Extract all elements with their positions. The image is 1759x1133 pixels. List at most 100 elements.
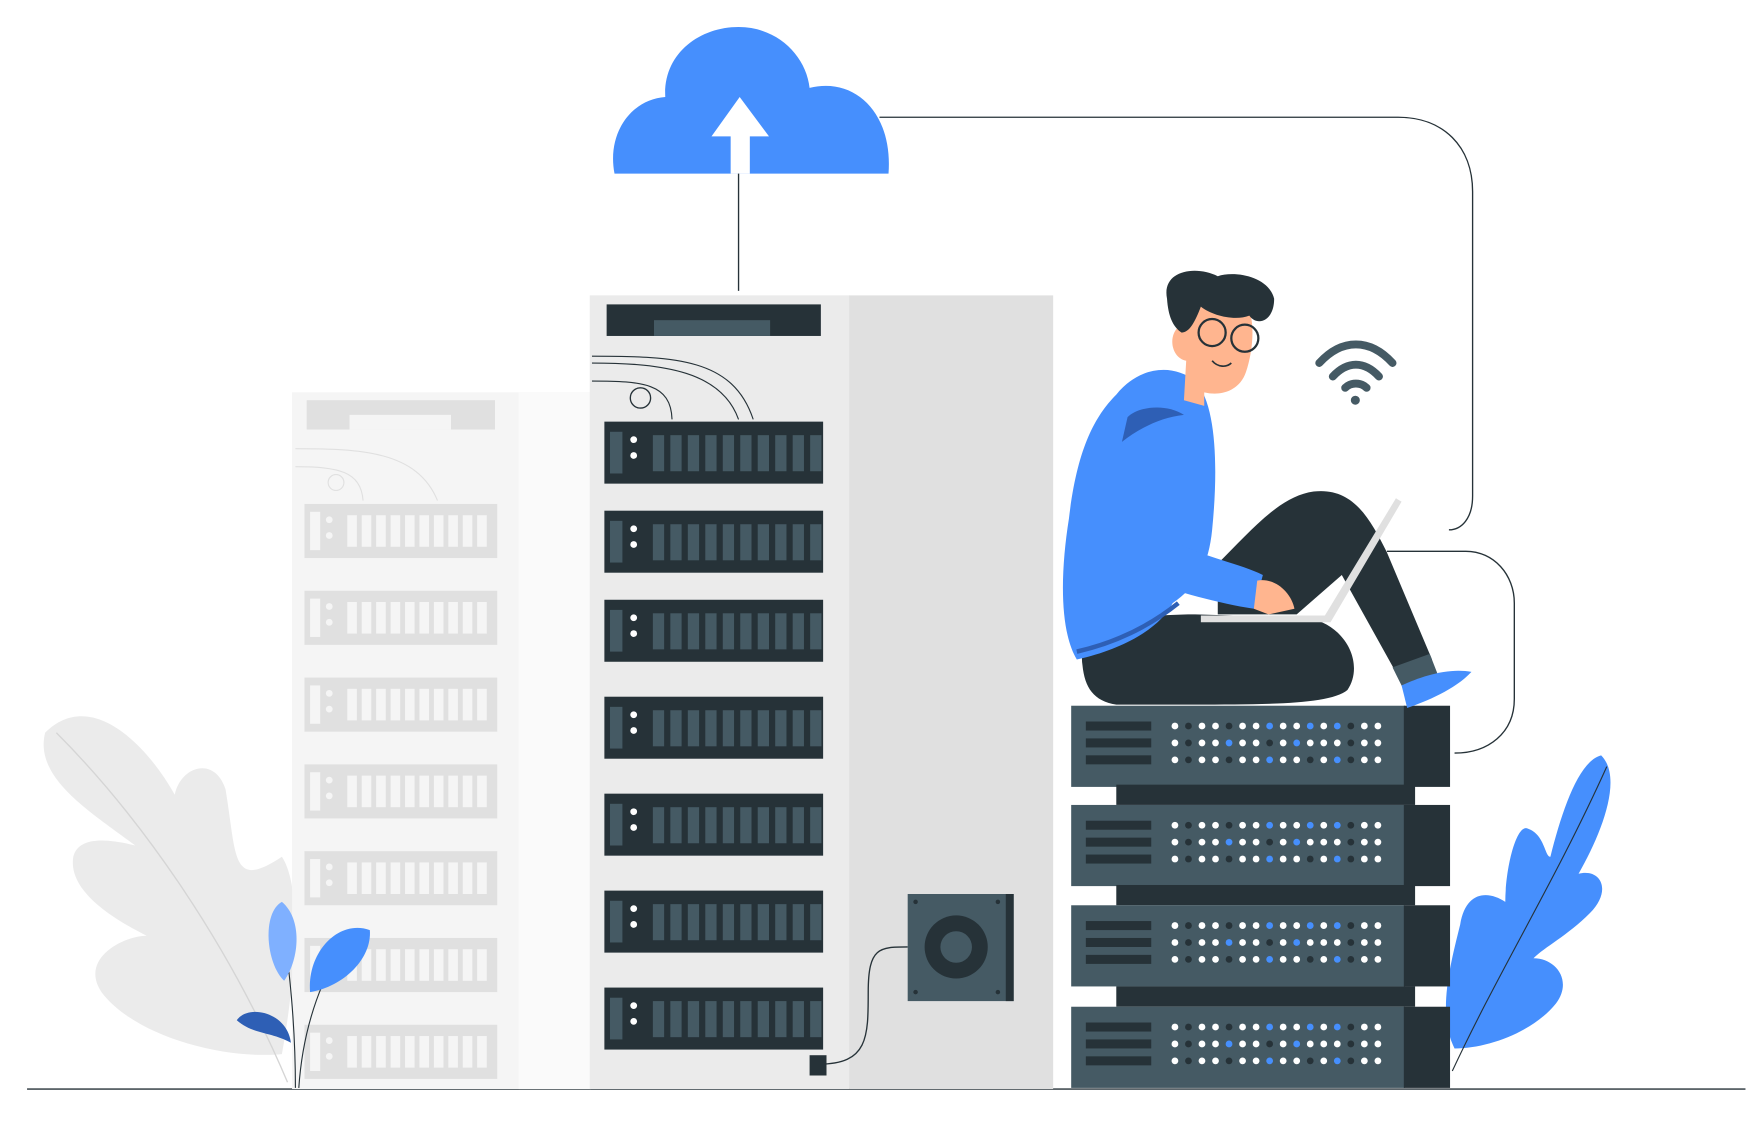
- status-led: [1333, 1023, 1341, 1031]
- drive-bay: [419, 515, 430, 547]
- status-led: [1212, 756, 1219, 764]
- status-led: [1279, 756, 1287, 764]
- status-led: [1239, 739, 1246, 747]
- drive-bay: [477, 688, 487, 721]
- status-led: [1347, 722, 1355, 730]
- status-led: [1252, 722, 1260, 730]
- status-led: [1279, 722, 1287, 730]
- status-led: [1306, 1057, 1314, 1065]
- drive-bay: [433, 688, 444, 721]
- drive-bay: [792, 904, 804, 941]
- drive-bay: [405, 862, 415, 894]
- status-led: [1347, 939, 1355, 946]
- stacked-server: [1071, 884, 1451, 987]
- status-led: [1320, 821, 1328, 829]
- status-led: [1293, 1040, 1301, 1048]
- drive-bay: [792, 710, 804, 747]
- drive-bay: [419, 775, 430, 808]
- drive-bay: [740, 710, 752, 747]
- drive-bay: [477, 1036, 487, 1068]
- status-led: [1225, 939, 1233, 946]
- drive-bay: [757, 904, 769, 941]
- status-led: [1212, 939, 1219, 946]
- vent: [1085, 721, 1152, 731]
- led: [630, 452, 638, 459]
- status-led: [1374, 1023, 1382, 1031]
- status-led: [1320, 1057, 1328, 1065]
- status-led: [1185, 855, 1192, 863]
- status-led: [1266, 838, 1274, 846]
- led: [630, 808, 638, 816]
- status-led: [1171, 1057, 1179, 1065]
- status-led: [1306, 922, 1314, 929]
- connector: [1116, 986, 1416, 1007]
- drive-bay: [405, 949, 415, 981]
- drive-bay: [670, 613, 682, 650]
- drive-bay: [433, 949, 444, 981]
- drive-bay: [347, 515, 357, 547]
- status-led: [1320, 739, 1328, 747]
- drive-bay: [361, 688, 372, 721]
- status-led: [1225, 756, 1233, 764]
- status-led: [1171, 756, 1179, 764]
- drive-bay: [757, 807, 769, 844]
- led: [630, 727, 638, 734]
- led: [325, 689, 333, 697]
- unit-panel: [310, 772, 321, 811]
- drive-bay: [462, 775, 473, 808]
- drive-bay: [810, 435, 822, 472]
- server-unit: [604, 987, 824, 1050]
- status-led: [1320, 756, 1328, 764]
- status-led: [1374, 739, 1382, 747]
- status-led: [1360, 939, 1368, 946]
- status-led: [1198, 1023, 1206, 1031]
- status-led: [1293, 821, 1301, 829]
- drive-bay: [462, 602, 473, 634]
- status-led: [1212, 1040, 1219, 1048]
- stacked-server: [1071, 705, 1451, 787]
- status-led: [1333, 821, 1341, 829]
- status-led: [1252, 855, 1260, 863]
- status-led: [1252, 1057, 1260, 1065]
- drive-bay: [433, 862, 444, 894]
- unit-panel: [310, 859, 321, 898]
- led: [630, 614, 638, 622]
- status-led: [1279, 855, 1287, 863]
- drive-bay: [462, 1036, 473, 1068]
- status-led: [1239, 855, 1246, 863]
- drive-bay: [477, 602, 487, 634]
- status-led: [1374, 855, 1382, 863]
- drive-bay: [376, 515, 386, 547]
- drive-bay: [390, 775, 401, 808]
- vent: [1085, 820, 1152, 830]
- drive-bay: [419, 602, 430, 634]
- wifi-icon: [1315, 340, 1397, 405]
- status-led: [1198, 756, 1206, 764]
- status-led: [1293, 922, 1301, 929]
- status-led: [1374, 1057, 1382, 1065]
- status-led: [1360, 821, 1368, 829]
- drive-bay: [390, 688, 401, 721]
- unit-panel: [310, 1032, 321, 1071]
- drive-bay: [670, 904, 682, 941]
- drive-bay: [810, 524, 822, 561]
- status-led: [1212, 956, 1219, 963]
- status-led: [1185, 821, 1192, 829]
- status-led: [1306, 722, 1314, 730]
- status-led: [1320, 1023, 1328, 1031]
- led: [630, 1018, 638, 1025]
- drive-bay: [405, 602, 415, 634]
- status-led: [1306, 855, 1314, 863]
- status-led: [1333, 956, 1341, 963]
- led: [630, 436, 638, 444]
- status-led: [1279, 922, 1287, 929]
- drive-bay: [740, 807, 752, 844]
- drive-bay: [792, 524, 804, 561]
- drive-bay: [757, 613, 769, 650]
- status-led: [1320, 722, 1328, 730]
- drive-bay: [810, 710, 822, 747]
- drive-bay: [652, 435, 665, 472]
- status-led: [1225, 956, 1233, 963]
- status-led: [1306, 821, 1314, 829]
- status-led: [1239, 1040, 1246, 1048]
